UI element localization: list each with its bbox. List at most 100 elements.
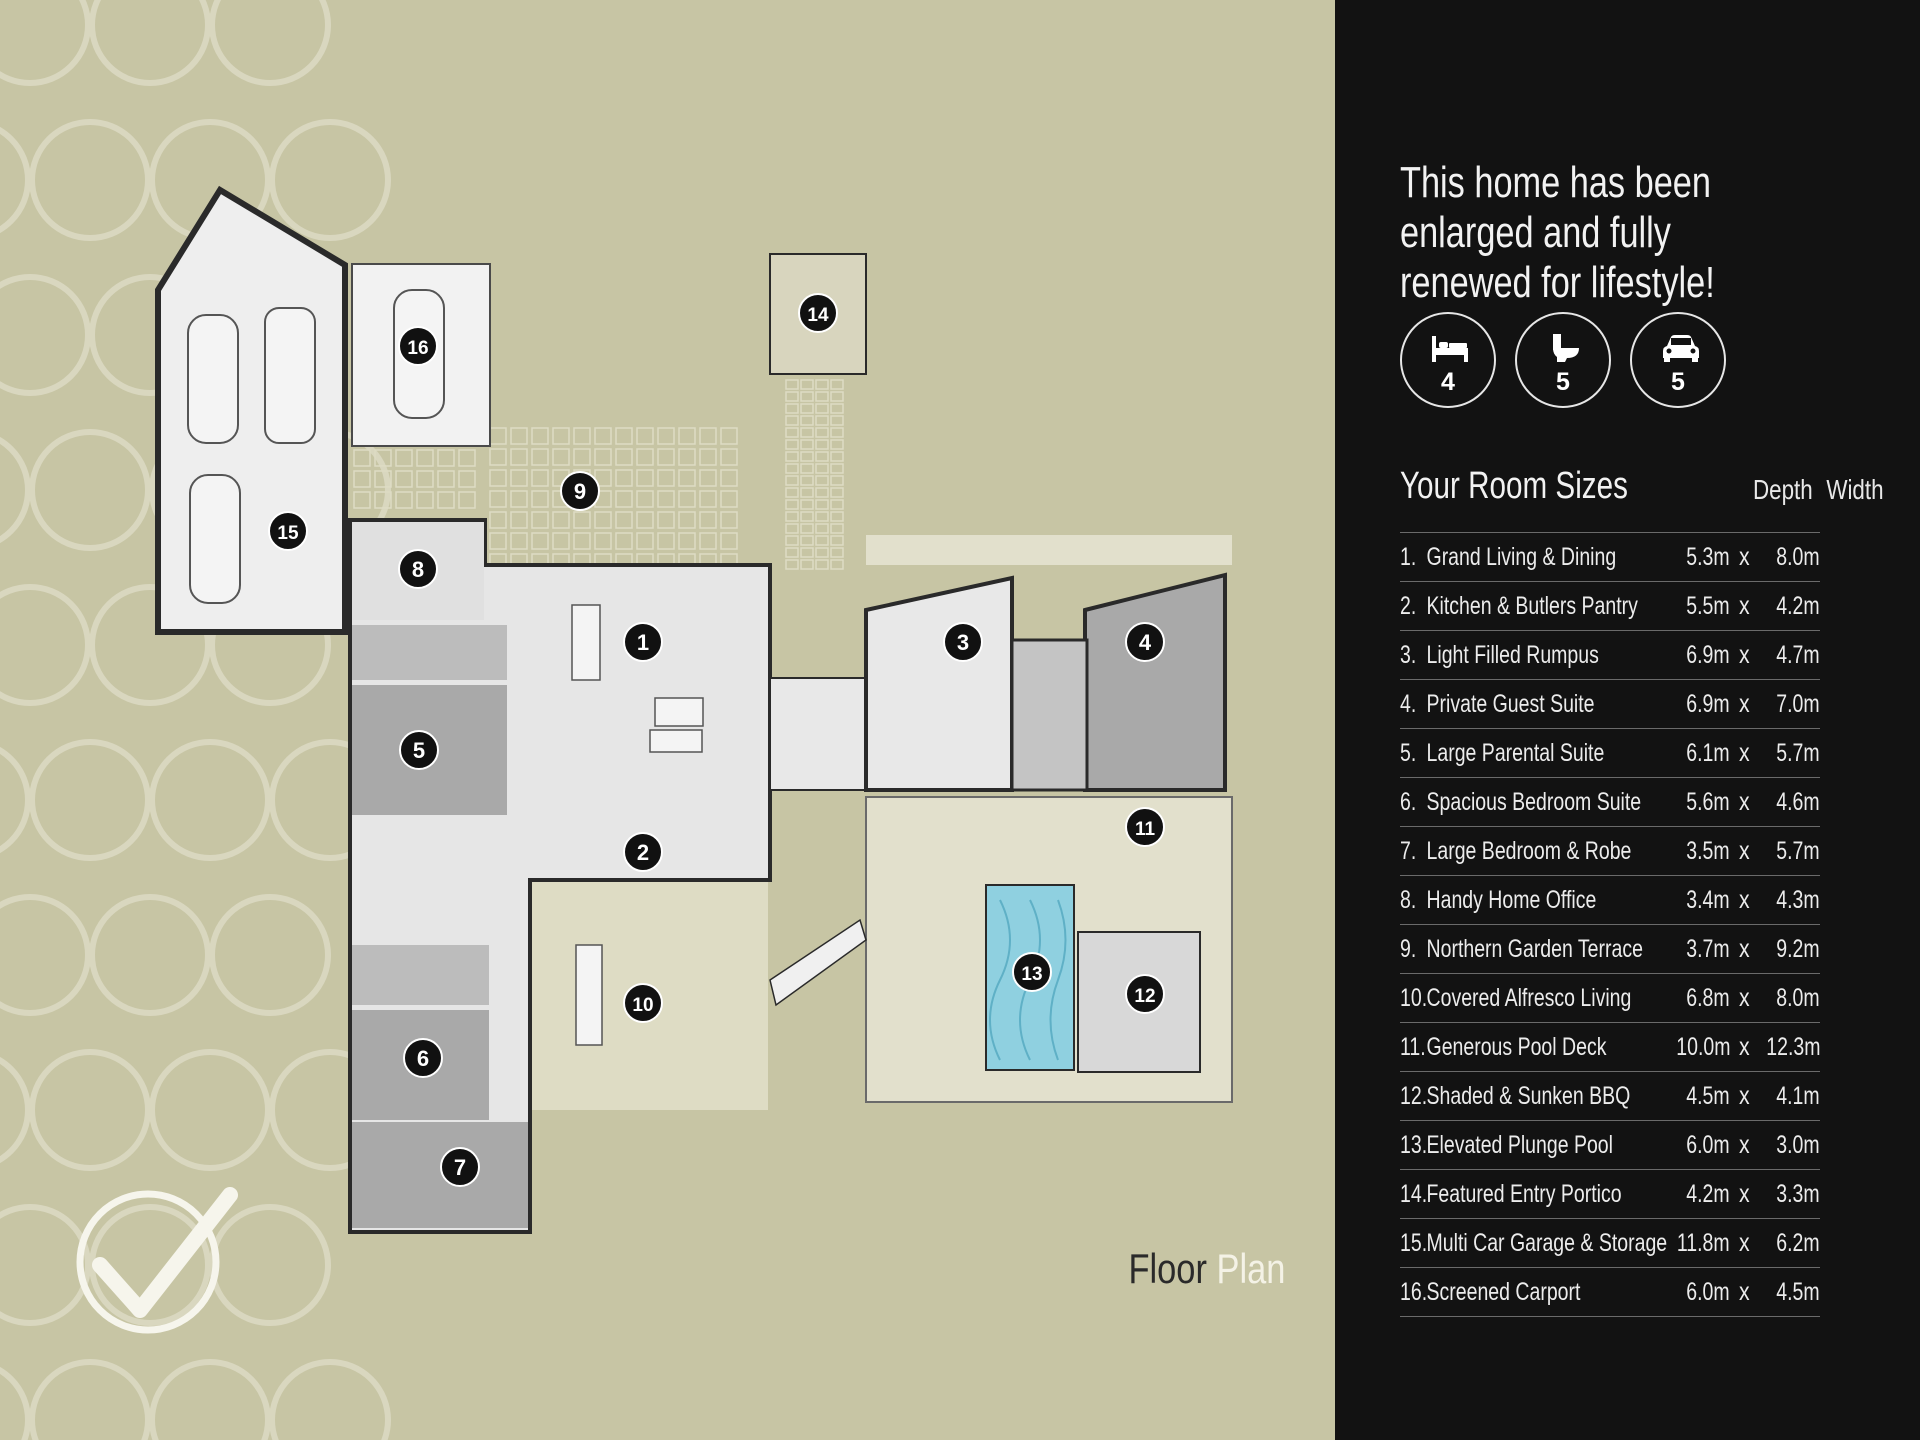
paver-tile	[510, 511, 528, 529]
room-marker: 3	[943, 622, 983, 662]
feature-bedrooms: 4	[1400, 312, 1496, 408]
room-number: 12.	[1400, 1082, 1428, 1110]
room-marker-label: 14	[807, 305, 829, 326]
room-depth: 5.5m	[1686, 592, 1730, 620]
paver-tile	[510, 469, 528, 487]
room-label: 11.Generous Pool Deck	[1400, 1033, 1606, 1062]
room-number: 7.	[1400, 837, 1417, 865]
room-marker-label: 7	[454, 1155, 466, 1180]
paver-tile	[489, 427, 507, 445]
paver-tile	[615, 448, 633, 466]
paver-tile	[657, 427, 675, 445]
room-marker-label: 5	[413, 738, 425, 763]
paver-tile	[800, 511, 814, 522]
decorative-ring	[0, 1204, 91, 1326]
paver-tile	[830, 451, 844, 462]
room-marker: 9	[560, 471, 600, 511]
paver-tile	[374, 491, 392, 509]
room-label: 15.Multi Car Garage & Storage	[1400, 1229, 1667, 1258]
paver-tile	[531, 511, 549, 529]
paver-tile	[416, 470, 434, 488]
paver-tile	[657, 511, 675, 529]
paver-tile	[815, 487, 829, 498]
paver-tile	[800, 547, 814, 558]
floor-plan-title-accent: Plan	[1216, 1245, 1285, 1292]
paver-tile	[785, 511, 799, 522]
paver-tile	[437, 491, 455, 509]
paver-tile	[830, 415, 844, 426]
room-label: 2.Kitchen & Butlers Pantry	[1400, 592, 1638, 621]
paver-tile	[720, 490, 738, 508]
paver-tile	[800, 475, 814, 486]
paver-tile	[815, 379, 829, 390]
feature-car-spaces: 5	[1630, 312, 1726, 408]
paver-tile	[815, 391, 829, 402]
decorative-ring	[0, 126, 31, 234]
dimension-separator: x	[1738, 935, 1750, 963]
paver-tile	[678, 469, 696, 487]
room-depth: 6.8m	[1686, 984, 1730, 1012]
paver-tile	[657, 490, 675, 508]
paver-tile	[573, 511, 591, 529]
paver-tile	[800, 487, 814, 498]
paver-tile	[785, 547, 799, 558]
room-number: 13.	[1400, 1131, 1428, 1159]
room-width: 5.7m	[1776, 739, 1820, 767]
paver-tile	[510, 427, 528, 445]
room-marker-label: 10	[632, 995, 653, 1016]
room-width: 8.0m	[1776, 543, 1820, 571]
width-column-header: Width	[1826, 474, 1884, 505]
paver-tile	[830, 499, 844, 510]
paver-tile	[636, 448, 654, 466]
room-marker: 16	[398, 326, 438, 366]
paver-tile	[678, 448, 696, 466]
paver-tile	[800, 523, 814, 534]
room-depth: 6.0m	[1686, 1278, 1730, 1306]
decorative-ring	[269, 119, 391, 241]
decorative-ring	[0, 274, 91, 396]
paver-tile	[353, 449, 371, 467]
room-width: 4.6m	[1776, 788, 1820, 816]
room-number: 1.	[1400, 543, 1417, 571]
room-depth: 3.4m	[1686, 886, 1730, 914]
paver-tile	[785, 415, 799, 426]
dimension-separator: x	[1738, 1082, 1750, 1110]
room-number: 14.	[1400, 1180, 1428, 1208]
room-width: 4.1m	[1776, 1082, 1820, 1110]
room-label: 1.Grand Living & Dining	[1400, 543, 1616, 572]
room-name: Handy Home Office	[1426, 886, 1597, 914]
room-marker-label: 16	[407, 338, 428, 359]
paver-tile	[800, 403, 814, 414]
room-marker: 8	[398, 549, 438, 589]
headline: This home has been enlarged and fully re…	[1400, 158, 1715, 307]
room-width: 9.2m	[1776, 935, 1820, 963]
room-marker-label: 8	[412, 557, 424, 582]
paver-tile	[573, 427, 591, 445]
room-depth: 6.0m	[1686, 1131, 1730, 1159]
paver-tile	[785, 463, 799, 474]
room-width: 3.3m	[1776, 1180, 1820, 1208]
room-name: Elevated Plunge Pool	[1426, 1131, 1613, 1159]
decorative-ring	[29, 429, 151, 551]
paver-tile	[785, 403, 799, 414]
decorative-ring	[269, 1359, 391, 1440]
paver-tile	[510, 490, 528, 508]
paver-tile	[678, 427, 696, 445]
paver-tile	[830, 391, 844, 402]
paver-tile	[678, 532, 696, 550]
room-width: 4.3m	[1776, 886, 1820, 914]
paver-tile	[699, 490, 717, 508]
dimension-separator: x	[1738, 1180, 1750, 1208]
paver-tile	[815, 427, 829, 438]
paver-tile	[594, 448, 612, 466]
paver-tile	[830, 487, 844, 498]
room-number: 8.	[1400, 886, 1417, 914]
room-depth: 4.2m	[1686, 1180, 1730, 1208]
room-marker-label: 12	[1134, 986, 1155, 1007]
room-name: Large Parental Suite	[1426, 739, 1605, 767]
room-marker-label: 1	[637, 630, 649, 655]
room-marker-label: 6	[417, 1046, 429, 1071]
